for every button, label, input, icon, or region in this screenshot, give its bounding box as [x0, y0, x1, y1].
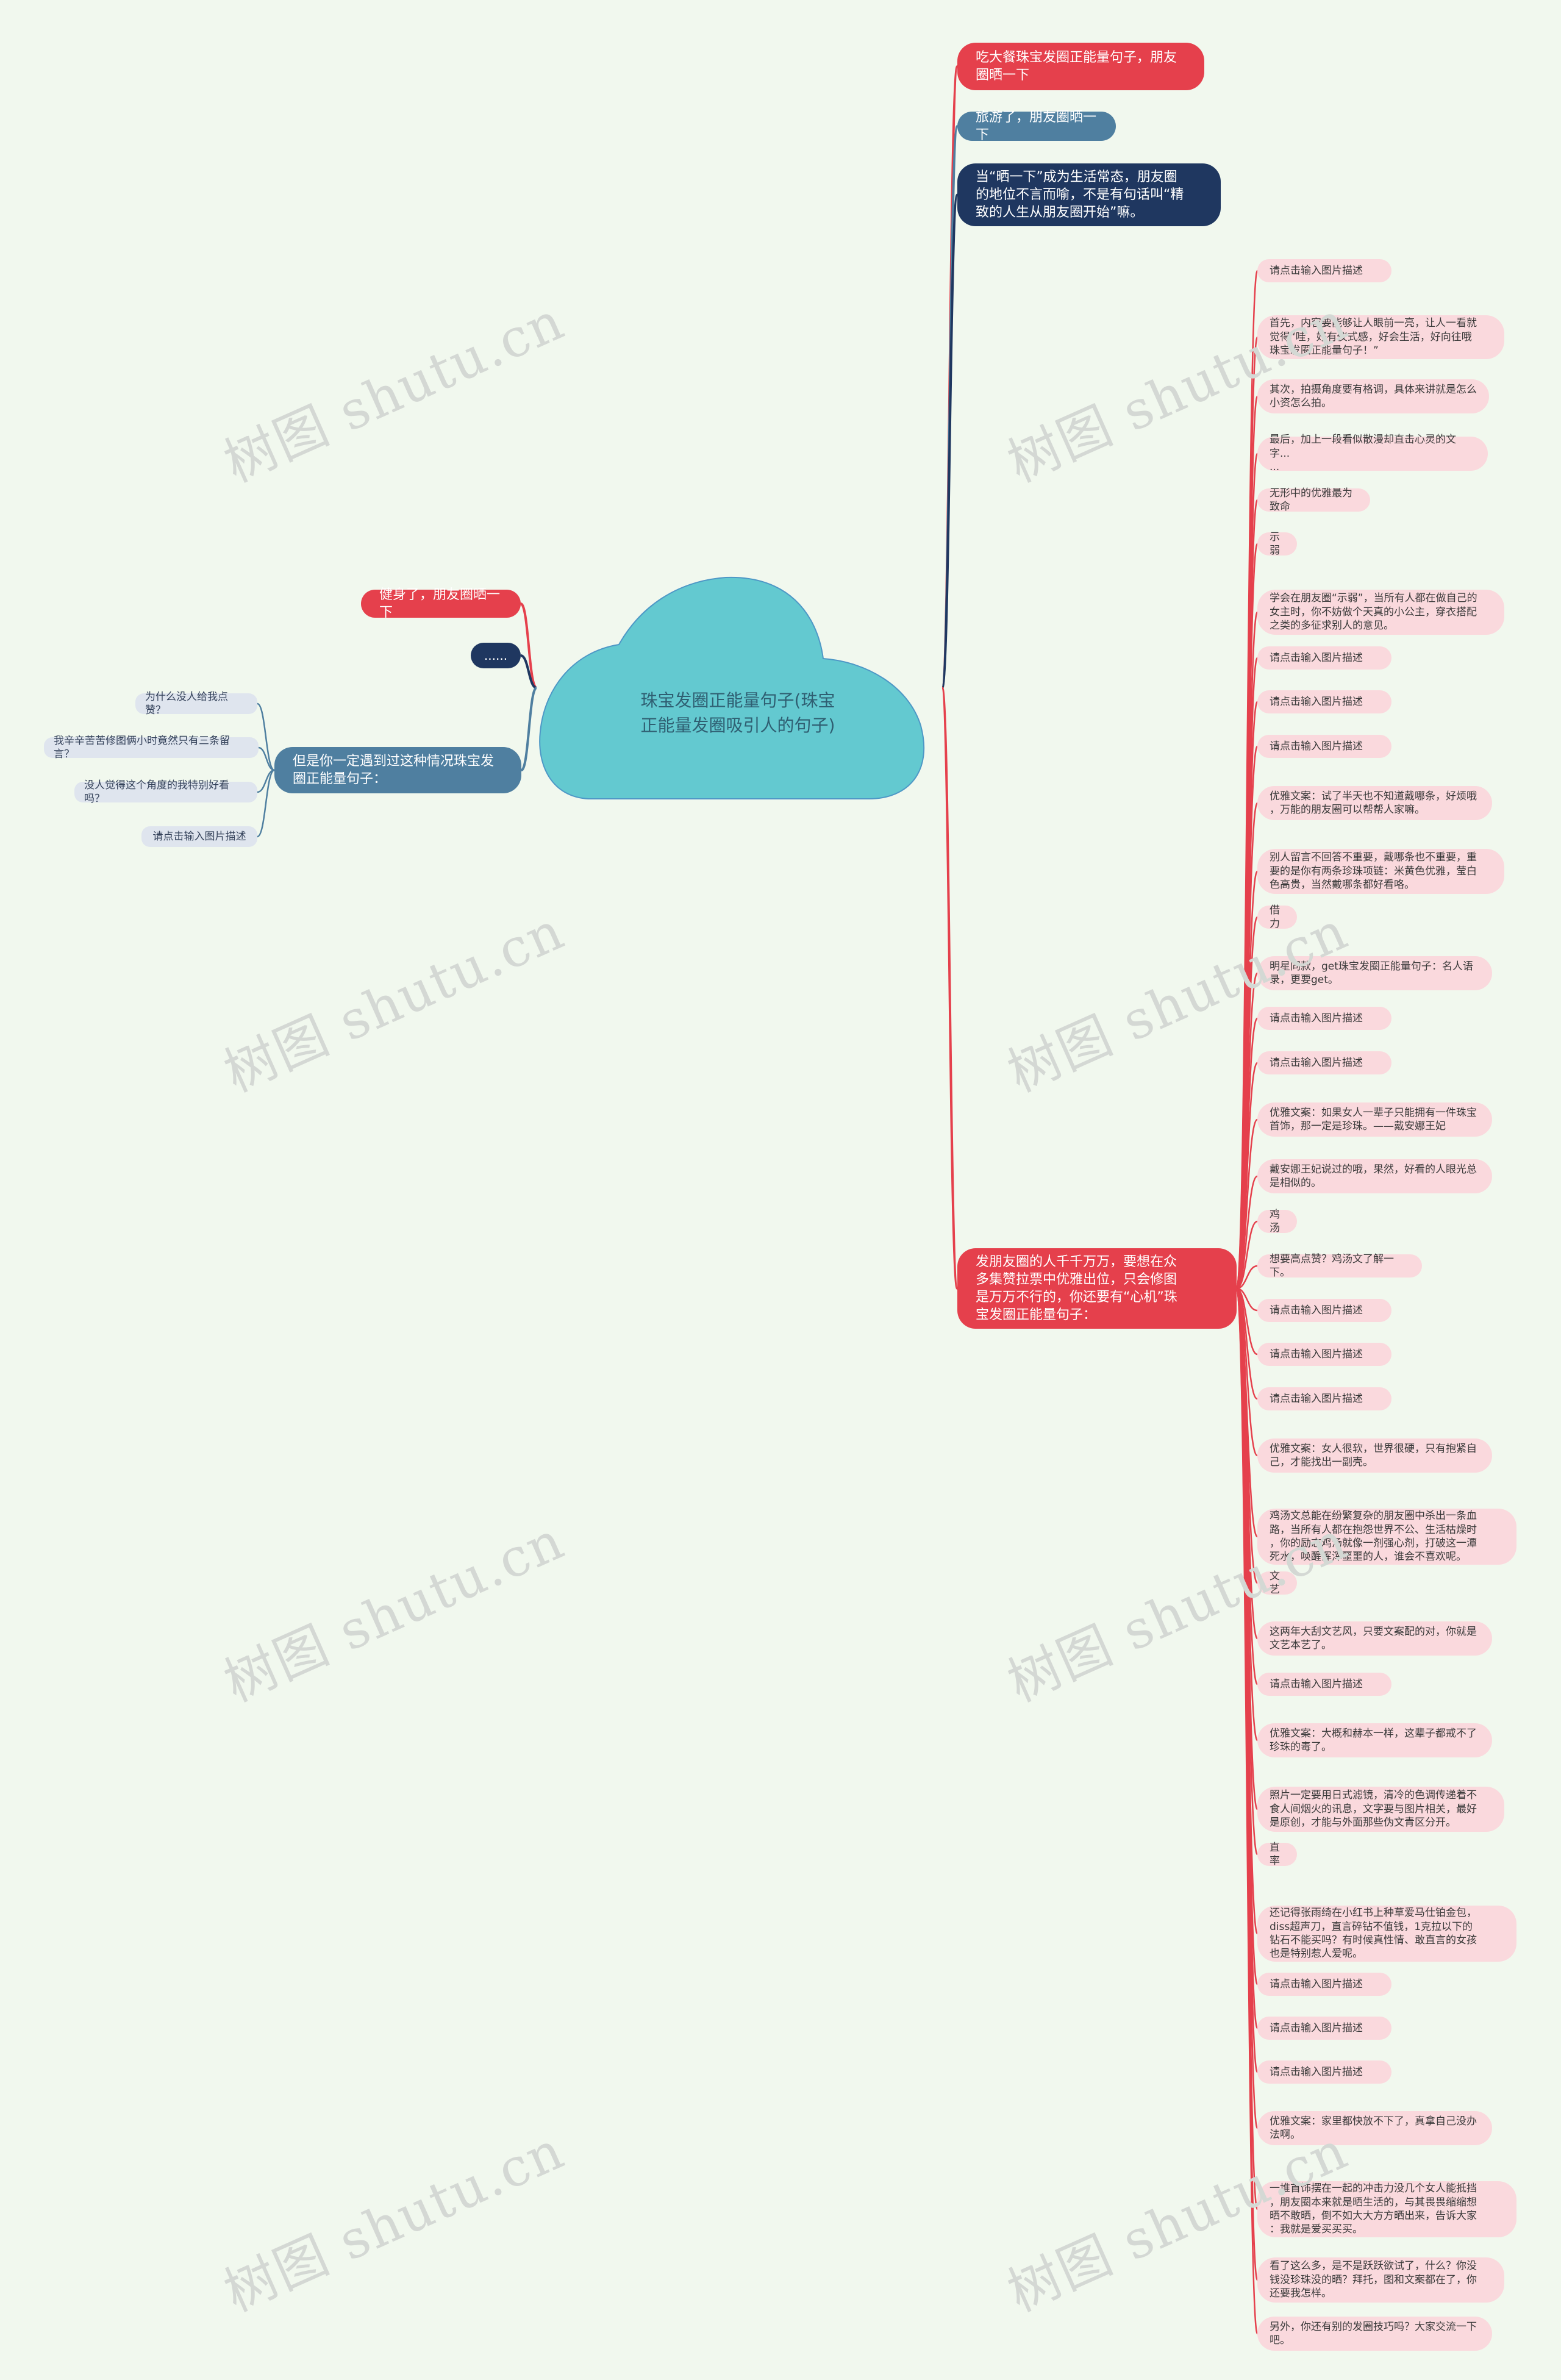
leaf-node-35[interactable]: 请点击输入图片描述	[1257, 2060, 1391, 2084]
leaf-node-28[interactable]: 请点击输入图片描述	[1257, 1673, 1391, 1696]
edge-left-leaf-4	[257, 769, 275, 838]
cloud-shape	[539, 576, 925, 799]
leaf-node-23[interactable]: 请点击输入图片描述	[1257, 1387, 1391, 1410]
leaf-node-30[interactable]: 照片一定要用日式滤镜，清冷的色调传递着不 食人间烟火的讯息，文字要与图片相关，最…	[1257, 1787, 1504, 1832]
edge-main-leaf-18	[1236, 1175, 1258, 1290]
leaf-node-21[interactable]: 请点击输入图片描述	[1257, 1299, 1391, 1322]
leaf-node-13[interactable]: 借力	[1257, 904, 1297, 930]
leaf-node-6[interactable]: 示弱	[1257, 531, 1297, 557]
edge-main-leaf-17	[1235, 1118, 1259, 1290]
edge-root-left-1	[520, 602, 538, 689]
left-branch-node-1[interactable]: 健身了，朋友圈晒一下	[361, 587, 521, 620]
leaf-node-31[interactable]: 直率	[1257, 1842, 1297, 1867]
leaf-node-5[interactable]: 无形中的优雅最为致命	[1257, 487, 1370, 513]
branch-node-3[interactable]: 当“晒一下”成为生活常态，朋友圈 的地位不言而喻，不是有句话叫“精 致的人生从朋…	[957, 163, 1221, 226]
leaf-node-14[interactable]: 明星同款，get珠宝发圈正能量句子：名人语 录，更要get。	[1257, 956, 1492, 990]
leaf-node-22[interactable]: 请点击输入图片描述	[1257, 1343, 1391, 1366]
root-title: 珠宝发圈正能量句子(珠宝 正能量发圈吸引人的句子)	[640, 690, 835, 735]
leaf-node-36[interactable]: 优雅文案：家里都快放不下了，真拿自己没办 法啊。	[1257, 2111, 1492, 2145]
edge-main-leaf-39	[1235, 1287, 1259, 2335]
leaf-node-17[interactable]: 优雅文案：如果女人一辈子只能拥有一件珠宝 首饰，那一定是珍珠。——戴安娜王妃	[1257, 1102, 1492, 1137]
edge-root-left-2	[520, 654, 537, 689]
left-branch-node-3[interactable]: 但是你一定遇到过这种情况珠宝发 圈正能量句子：	[274, 747, 521, 793]
leaf-node-33[interactable]: 请点击输入图片描述	[1257, 1973, 1391, 1996]
leaf-node-16[interactable]: 请点击输入图片描述	[1257, 1051, 1391, 1074]
left-branch-node-2[interactable]: ......	[471, 643, 521, 668]
leaf-node-26[interactable]: 文艺	[1257, 1570, 1297, 1596]
leaf-node-25[interactable]: 鸡汤文总能在纷繁复杂的朋友圈中杀出一条血 路，当所有人都在抱怨世界不公、生活枯燥…	[1257, 1509, 1516, 1565]
leaf-node-29[interactable]: 优雅文案：大概和赫本一样，这辈子都戒不了 珍珠的毒了。	[1257, 1723, 1492, 1757]
leaf-node-11[interactable]: 优雅文案：试了半天也不知道戴哪条，好烦哦 ，万能的朋友圈可以帮帮人家嘛。	[1257, 786, 1492, 820]
leaf-node-39[interactable]: 另外，你还有别的发圈技巧吗？大家交流一下 吧。	[1257, 2317, 1492, 2351]
edge-root-left-3	[520, 687, 538, 771]
left-leaf-node-3[interactable]: 没人觉得这个角度的我特别好看吗？	[74, 779, 257, 805]
edge-left-leaf-1	[257, 702, 275, 771]
leaf-node-24[interactable]: 优雅文案：女人很软，世界很硬，只有抱紧自 己，才能找出一副壳。	[1257, 1438, 1492, 1473]
leaf-node-38[interactable]: 看了这么多，是不是跃跃欲试了，什么？你没 钱没珍珠没的晒？拜托，图和文案都在了，…	[1257, 2257, 1504, 2303]
root-cloud[interactable]	[537, 570, 942, 802]
branch-node-main[interactable]: 发朋友圈的人千千万万，要想在众 多集赞拉票中优雅出位，只会修图 是万万不行的，你…	[957, 1248, 1237, 1329]
leaf-node-7[interactable]: 学会在朋友圈“示弱”，当所有人都在做自己的 女主时，你不妨做个天真的小公主，穿衣…	[1257, 590, 1504, 635]
leaf-node-10[interactable]: 请点击输入图片描述	[1257, 735, 1391, 758]
leaf-node-8[interactable]: 请点击输入图片描述	[1257, 646, 1391, 670]
leaf-node-9[interactable]: 请点击输入图片描述	[1257, 690, 1391, 713]
leaf-node-20[interactable]: 想要高点赞？鸡汤文了解一下。	[1257, 1253, 1422, 1279]
edge-root-branch-main	[941, 687, 959, 1290]
edge-root-branch-3	[941, 193, 959, 689]
leaf-node-2[interactable]: 首先，内容要能够让人眼前一亮，让人一看就 觉得“哇，好有仪式感，好会生活，好向往…	[1257, 315, 1504, 359]
leaf-node-1[interactable]: 请点击输入图片描述	[1257, 259, 1391, 282]
edge-main-leaf-19	[1236, 1220, 1258, 1290]
left-leaf-node-2[interactable]: 我辛辛苦苦修图俩小时竟然只有三条留言？	[44, 735, 259, 760]
leaf-node-3[interactable]: 其次，拍摄角度要有格调，具体来讲就是怎么 小资怎么拍。	[1257, 379, 1489, 413]
leaf-node-27[interactable]: 这两年大刮文艺风，只要文案配的对，你就是 文艺本艺了。	[1257, 1621, 1492, 1656]
edge-main-leaf-20	[1236, 1265, 1258, 1290]
leaf-node-15[interactable]: 请点击输入图片描述	[1257, 1007, 1391, 1030]
leaf-node-34[interactable]: 请点击输入图片描述	[1257, 2017, 1391, 2040]
leaf-node-4[interactable]: 最后，加上一段看似散漫却直击心灵的文字... ...	[1257, 434, 1488, 473]
edge-left-leaf-2	[258, 746, 275, 771]
leaf-node-12[interactable]: 别人留言不回答不重要，戴哪条也不重要，重 要的是你有两条珍珠项链：米黄色优雅，莹…	[1257, 849, 1504, 894]
leaf-node-18[interactable]: 戴安娜王妃说过的哦，果然，好看的人眼光总 是相似的。	[1257, 1159, 1492, 1193]
branch-node-1[interactable]: 吃大餐珠宝发圈正能量句子，朋友 圈晒一下	[957, 43, 1204, 90]
left-leaf-node-1[interactable]: 为什么没人给我点赞？	[135, 691, 257, 717]
leaf-node-37[interactable]: 一堆首饰摆在一起的冲击力没几个女人能抵挡 ，朋友圈本来就是晒生活的，与其畏畏缩缩…	[1257, 2181, 1516, 2237]
left-leaf-node-4[interactable]: 请点击输入图片描述	[141, 826, 257, 847]
leaf-node-19[interactable]: 鸡汤	[1257, 1209, 1297, 1234]
leaf-node-32[interactable]: 还记得张雨绮在小红书上种草爱马仕铂金包， diss超声刀，直言碎钻不值钱，1克拉…	[1257, 1906, 1516, 1962]
branch-node-2[interactable]: 旅游了，朋友圈晒一下	[957, 110, 1116, 143]
